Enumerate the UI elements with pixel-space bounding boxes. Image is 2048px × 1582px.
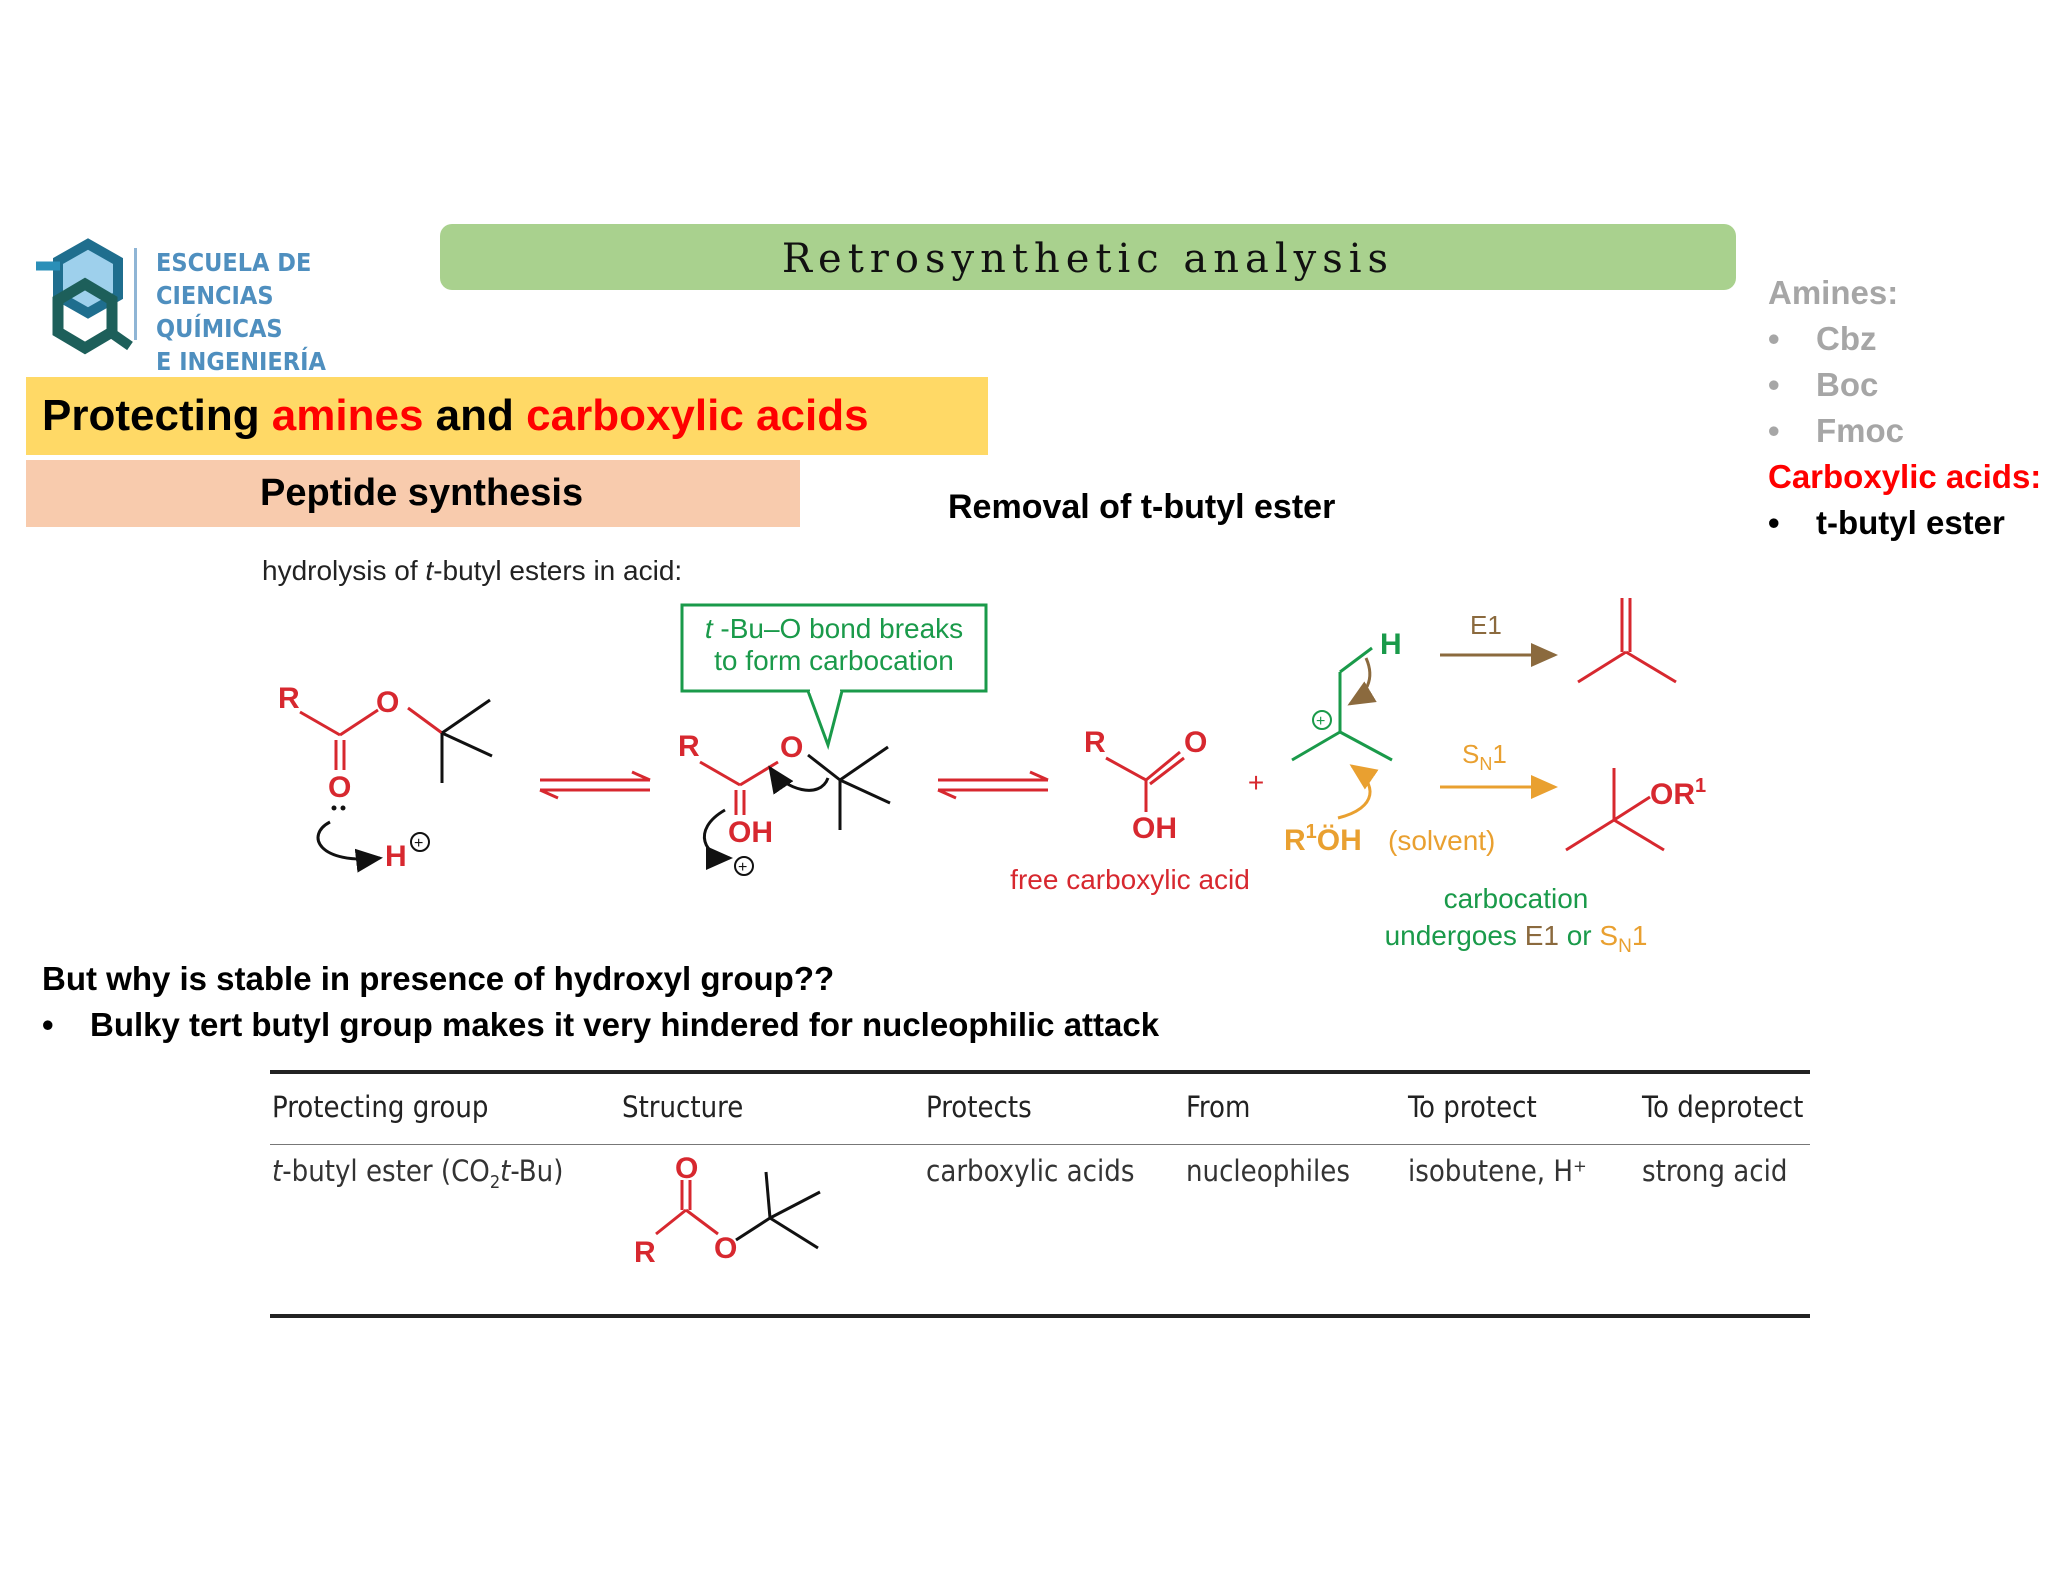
sidebar-item-boc: •Boc — [1768, 366, 1879, 403]
heading-banner — [26, 377, 988, 455]
table-header-rule — [270, 1144, 1810, 1145]
molecule-free-acid — [1105, 750, 1185, 812]
solvent-label: (solvent) — [1388, 825, 1495, 856]
reaction-scheme: hydrolysis of t-butyl esters in acid: R … — [262, 555, 1706, 957]
callout-box — [680, 603, 988, 693]
heading-amines: amines — [271, 391, 424, 440]
isobutene — [1577, 598, 1677, 684]
svg-text:O: O — [780, 731, 803, 764]
o-label: O — [376, 686, 399, 719]
carbocation-caption-2: undergoes E1 or SN1 — [1385, 920, 1648, 957]
svg-text:+: + — [1248, 767, 1264, 798]
carboxylic-acids-label: Carboxylic acids: — [1768, 458, 2042, 495]
heading-carboxylic-acids: carboxylic acids — [526, 391, 869, 440]
table-cell-group: t-butyl ester (CO2t-Bu) — [272, 1154, 564, 1193]
topic-sidebar: Amines: •Cbz •Boc •Fmoc Carboxylic acids… — [1768, 270, 2048, 546]
carbocation-caption-1: carbocation — [1444, 883, 1589, 914]
school-name-line-3: E INGENIERÍA — [156, 347, 326, 376]
slide-title: Retrosynthetic analysis — [781, 236, 1395, 282]
svg-text:R: R — [634, 1236, 656, 1269]
table-cell-to-deprotect: strong acid — [1642, 1154, 1788, 1188]
heading-part-1: Protecting — [42, 391, 272, 440]
svg-text:OH: OH — [1132, 812, 1177, 845]
table-header-protects: Protects — [926, 1090, 1032, 1124]
molecule-t-butyl-ester — [299, 706, 443, 770]
subheading: Peptide synthesis — [260, 472, 584, 514]
bullet-point: •Bulky tert butyl group makes it very hi… — [42, 1006, 1160, 1043]
carbocation — [1291, 646, 1393, 762]
or1-label: OR1 — [1650, 775, 1706, 811]
school-name-line-1: ESCUELA DE — [156, 248, 312, 277]
tert-butyl-ether — [1565, 768, 1665, 852]
carbonyl-o-label: O — [328, 771, 351, 804]
equilibrium-arrow-2 — [937, 770, 1049, 800]
table-header-to-protect: To protect — [1408, 1090, 1537, 1124]
question-text: But why is stable in presence of hydroxy… — [42, 960, 835, 997]
svg-text:R: R — [1084, 726, 1106, 759]
proton-label: H — [385, 840, 407, 873]
svg-text:+: + — [1316, 713, 1325, 730]
table-cell-to-protect: isobutene, H⁺ — [1408, 1154, 1587, 1188]
callout-line-2: to form carbocation — [714, 645, 954, 676]
subheading-banner — [26, 460, 800, 527]
table-cell-from: nucleophiles — [1186, 1154, 1350, 1188]
table-top-rule — [270, 1070, 1810, 1074]
e1-label: E1 — [1470, 610, 1502, 640]
title-banner — [440, 224, 1736, 290]
sn1-label: SN1 — [1462, 739, 1507, 774]
callout-line-1: t -Bu–O bond breaks — [705, 613, 963, 644]
r1oh-label: R1ÖH — [1284, 821, 1362, 857]
svg-text:+: + — [414, 835, 423, 852]
school-name: ESCUELA DE CIENCIAS QUÍMICAS E INGENIERÍ… — [156, 246, 406, 378]
school-name-line-2: CIENCIAS QUÍMICAS — [156, 281, 283, 343]
svg-text:O: O — [675, 1152, 698, 1185]
table-header-from: From — [1186, 1090, 1251, 1124]
r-label: R — [278, 682, 300, 715]
equilibrium-arrow-1 — [539, 770, 651, 800]
svg-text:O: O — [1184, 726, 1207, 759]
sidebar-item-t-butyl-ester: •t-butyl ester — [1768, 504, 2005, 541]
table-header-protecting-group: Protecting group — [272, 1090, 489, 1124]
table-header-to-deprotect: To deprotect — [1642, 1090, 1804, 1124]
svg-text:R: R — [678, 730, 700, 763]
molecule-protonated-ester — [699, 760, 779, 815]
svg-text:H: H — [1380, 628, 1402, 661]
svg-text:+: + — [738, 859, 747, 876]
table-header-structure: Structure — [622, 1090, 744, 1124]
heading-part-3: and — [423, 391, 527, 440]
removal-label: Removal of t-butyl ester — [948, 488, 1336, 526]
sidebar-item-cbz: •Cbz — [1768, 320, 1877, 357]
logo-separator — [134, 248, 137, 340]
protecting-group-table: Protecting group Structure Protects From… — [270, 1066, 1810, 1326]
scheme-caption: hydrolysis of t-butyl esters in acid: — [262, 555, 682, 586]
sidebar-item-fmoc: •Fmoc — [1768, 412, 1905, 449]
school-logo-icon — [36, 238, 133, 355]
amines-label: Amines: — [1768, 274, 1899, 311]
free-acid-label: free carboxylic acid — [1010, 864, 1250, 895]
svg-text:O: O — [714, 1232, 737, 1265]
table-cell-protects: carboxylic acids — [926, 1154, 1135, 1188]
table-structure-t-butyl-ester: O R O — [634, 1152, 821, 1269]
slide-heading: Protecting amines and carboxylic acids — [42, 377, 869, 455]
svg-text:OH: OH — [728, 816, 773, 849]
table-bottom-rule — [270, 1314, 1810, 1318]
